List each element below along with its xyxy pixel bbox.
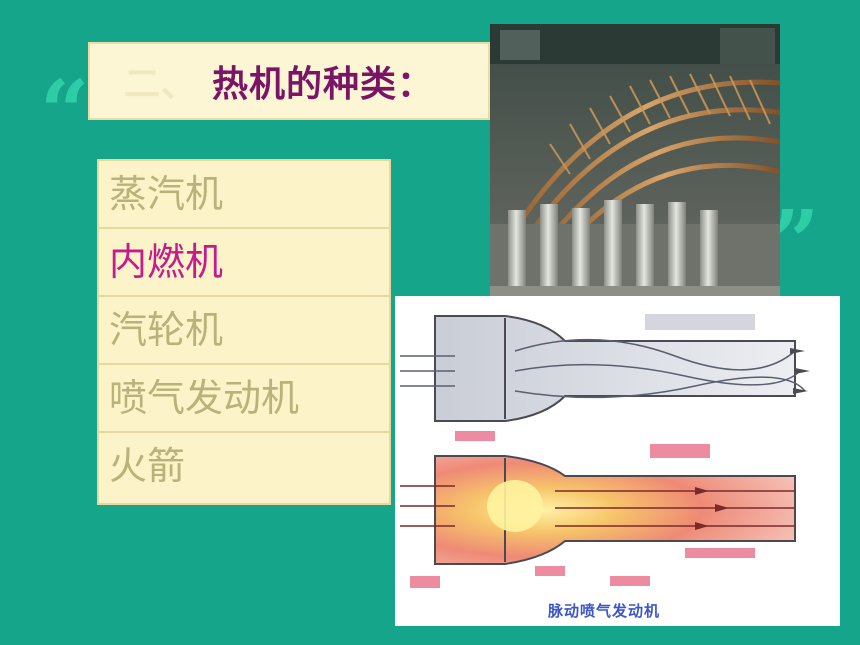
title-number: 二、 <box>124 64 199 105</box>
open-quote-decoration: “ <box>40 62 90 163</box>
slide-title: 二、 热机的种类： <box>88 42 490 120</box>
list-item-steam-engine: 蒸汽机 <box>99 161 389 229</box>
pulse-jet-illustration <box>400 314 810 588</box>
turbine-photo <box>490 24 780 304</box>
title-text: 热机的种类： <box>212 64 435 105</box>
engine-type-list: 蒸汽机 内燃机 汽轮机 喷气发动机 火箭 <box>97 159 391 505</box>
list-item-jet-engine: 喷气发动机 <box>99 365 389 433</box>
list-item-internal-combustion-engine: 内燃机 <box>99 229 389 297</box>
list-item-steam-turbine: 汽轮机 <box>99 297 389 365</box>
pulse-jet-diagram <box>395 296 840 626</box>
turbine-illustration <box>490 24 780 304</box>
diagram-caption: 脉动喷气发动机 <box>548 602 661 620</box>
list-item-rocket: 火箭 <box>109 444 186 488</box>
